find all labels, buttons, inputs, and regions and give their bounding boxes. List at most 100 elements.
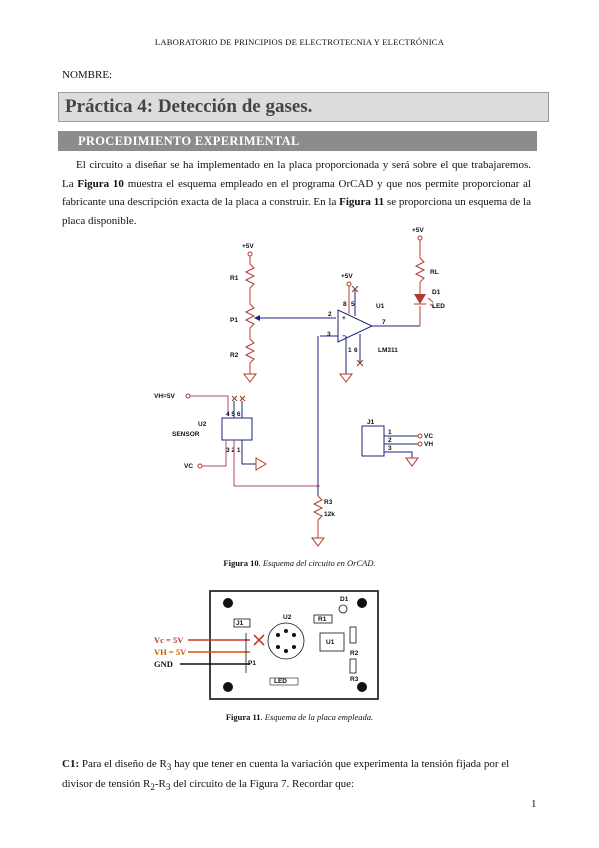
caption-text: . Esquema de la placa empleada. xyxy=(260,712,374,722)
j-vh-label: VH xyxy=(424,441,433,448)
vcc-terminal xyxy=(417,235,423,241)
led-silkscreen xyxy=(269,677,299,686)
pin-label: 6 xyxy=(354,347,358,354)
r2-footprint xyxy=(349,626,357,644)
resistor-r2 xyxy=(244,338,256,364)
vh-terminal xyxy=(185,393,191,399)
caption-label: Figura 11 xyxy=(225,712,261,722)
ground-symbol xyxy=(339,373,353,383)
board-u1: U1 xyxy=(326,639,335,646)
u1-label: U1 xyxy=(376,303,385,310)
vcc-label: +5V xyxy=(341,273,353,280)
pin-label: 1 xyxy=(348,347,352,354)
page-header: LABORATORIO DE PRINCIPIOS DE ELECTROTECN… xyxy=(154,37,445,47)
question-text: hay que tener en cuenta la variación que… xyxy=(62,758,510,791)
led-footprint xyxy=(338,604,348,614)
wire xyxy=(233,440,318,487)
figure-ref: Figura 11 xyxy=(339,196,385,208)
figure-10-caption: Figura 10. Esquema del circuito en OrCAD… xyxy=(0,558,599,568)
ground-symbol xyxy=(243,373,257,383)
led-d1 xyxy=(414,294,426,304)
ground-symbol xyxy=(311,537,325,547)
para-text: se proporciona un esquema de la placa di… xyxy=(62,196,531,227)
ground-symbol xyxy=(405,457,419,467)
r2-label: R2 xyxy=(230,352,239,359)
vc-terminal xyxy=(197,463,203,469)
pin-label: 2 xyxy=(328,311,332,318)
j-vc-label: VC xyxy=(424,433,433,440)
vh-terminal xyxy=(417,441,423,447)
vc-wire-label: Vc = 5V xyxy=(154,635,184,645)
u2-label: U2 xyxy=(198,421,207,428)
wiper-arrow xyxy=(254,315,260,321)
pad xyxy=(284,629,288,633)
vcc-label: +5V xyxy=(412,227,424,234)
para-text: El circuito a diseñar se ha implementado… xyxy=(62,159,531,190)
caption-text: . Esquema del circuito en OrCAD. xyxy=(258,558,376,568)
board-r2: R2 xyxy=(350,650,359,657)
mount-hole xyxy=(357,682,367,692)
sensor-footprint xyxy=(267,622,305,660)
board-d1: D1 xyxy=(340,596,349,603)
j1-pin: 1 xyxy=(388,429,392,436)
vcc-terminal xyxy=(247,251,253,257)
r1-footprint xyxy=(313,614,333,624)
pad xyxy=(276,645,280,649)
board-p1: P1 xyxy=(248,660,256,667)
circuit-schematic: +5V R1 P1 R2 2 + − U1 LM311 3 +5V 8 5 6 … xyxy=(154,227,445,547)
connector-j1 xyxy=(361,425,385,457)
pin-label: 3 xyxy=(327,331,331,338)
r3-value: 12k xyxy=(324,511,335,518)
board-diagram: Vc = 5V VH = 5V GND J1 P1 U2 R1 D1 U1 R2… xyxy=(154,590,379,700)
r3-label: R3 xyxy=(324,499,333,506)
resistor-r3 xyxy=(312,495,324,521)
mount-hole xyxy=(223,598,233,608)
rl-label: RL xyxy=(430,269,439,276)
plus-sign: + xyxy=(342,315,346,322)
nombre-label: NOMBRE: xyxy=(62,69,113,81)
vcc-terminal xyxy=(346,281,352,287)
x-mark xyxy=(253,634,265,646)
d1-label: D1 xyxy=(432,289,441,296)
u1-footprint xyxy=(319,632,345,652)
resistor-r1 xyxy=(244,263,256,289)
resistor-rl xyxy=(414,257,426,283)
wire xyxy=(241,440,256,465)
section-bar: PROCEDIMIENTO EXPERIMENTAL xyxy=(58,131,537,151)
mount-hole xyxy=(223,682,233,692)
sensor-u2 xyxy=(221,417,253,441)
subscript: 3 xyxy=(165,782,171,793)
pad xyxy=(292,645,296,649)
wire xyxy=(202,440,227,467)
vh-wire-label: VH = 5V xyxy=(154,647,187,657)
gnd-wire-label: GND xyxy=(154,659,173,669)
practice-title: Práctica 4: Detección de gases. xyxy=(65,96,313,117)
vc-label: VC xyxy=(184,463,193,470)
pad xyxy=(284,649,288,653)
light-arrows xyxy=(427,297,436,309)
pad xyxy=(276,633,280,637)
sensor-label: SENSOR xyxy=(172,431,200,438)
section-title: PROCEDIMIENTO EXPERIMENTAL xyxy=(78,134,300,148)
subscript: 3 xyxy=(166,762,172,773)
intro-paragraph: El circuito a diseñar se ha implementado… xyxy=(62,156,531,230)
question-c1: C1: Para el diseño de R3 hay que tener e… xyxy=(62,756,537,796)
minus-sign: − xyxy=(342,333,346,340)
board-r1: R1 xyxy=(318,616,327,623)
pad xyxy=(292,633,296,637)
no-connect xyxy=(231,395,246,402)
sensor-pins-bot: 3 2 1 xyxy=(226,447,241,454)
page-number: 1 xyxy=(531,798,537,810)
j1-footprint xyxy=(233,618,251,628)
no-connect xyxy=(356,359,364,367)
no-connect xyxy=(351,285,359,293)
j1-pin: 3 xyxy=(388,445,392,452)
pin-label: 8 xyxy=(343,301,347,308)
opamp-u1 xyxy=(337,309,374,343)
subscript: 2 xyxy=(150,782,155,793)
board-j1: J1 xyxy=(236,620,244,627)
j1-pin: 2 xyxy=(388,437,392,444)
r3-footprint xyxy=(349,658,357,674)
junction xyxy=(316,484,320,488)
potentiometer-p1 xyxy=(244,303,256,329)
